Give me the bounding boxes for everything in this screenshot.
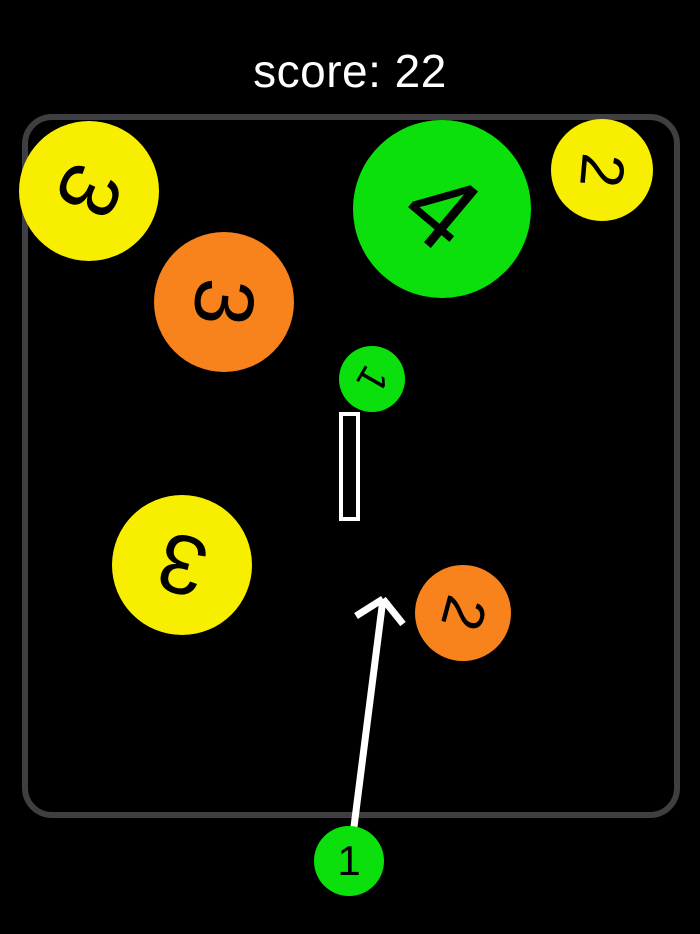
ball-number: 4	[380, 143, 504, 274]
game-arena[interactable]	[22, 114, 680, 818]
paddle-obstacle	[339, 412, 360, 521]
field-ball: 1	[339, 346, 405, 412]
ball-number: 1	[337, 837, 361, 884]
field-ball: 4	[353, 120, 531, 298]
ball-number: 3	[147, 513, 217, 617]
field-ball: 2	[415, 565, 511, 661]
ball-number: 3	[36, 149, 142, 233]
ball-number: 3	[175, 274, 273, 330]
ball-number: 2	[567, 150, 638, 190]
field-ball: 2	[551, 119, 653, 221]
ball-number: 1	[347, 358, 397, 400]
launcher-ball[interactable]: 1	[314, 826, 384, 896]
ball-number: 2	[427, 589, 500, 638]
field-ball: 3	[112, 495, 252, 635]
score-display: score: 22	[253, 45, 447, 97]
field-ball: 3	[154, 232, 294, 372]
field-ball: 3	[19, 121, 159, 261]
